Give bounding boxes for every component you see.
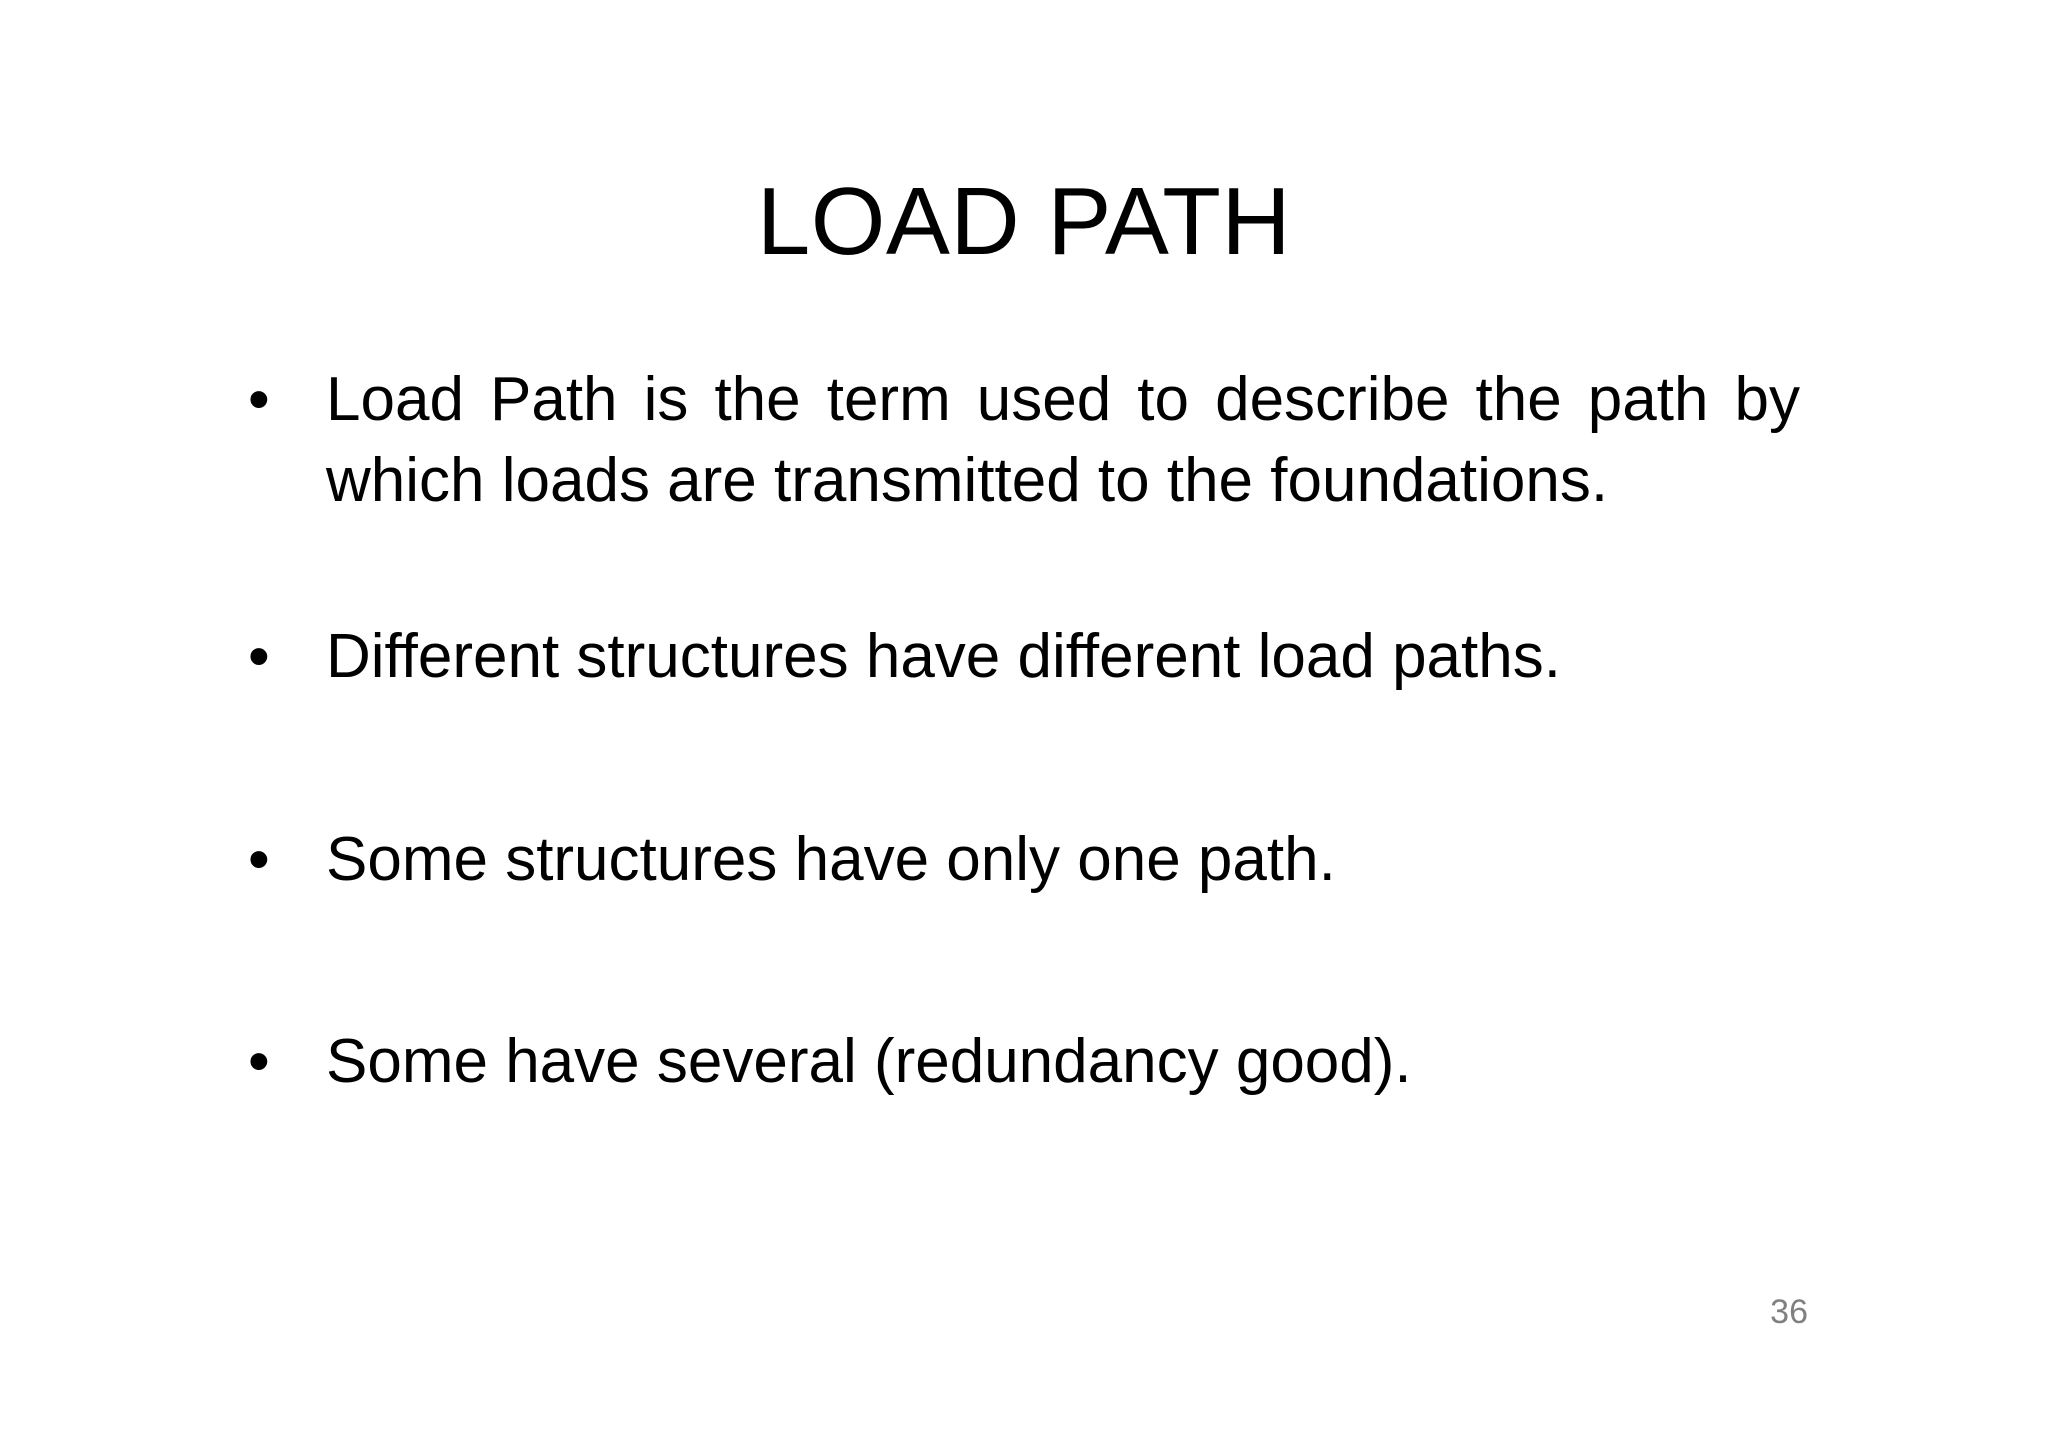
bullet-point-icon: •	[248, 1027, 270, 1097]
list-item: • Different structures have different lo…	[248, 617, 1800, 698]
bullet-point-icon: •	[248, 824, 270, 894]
bullet-spacer	[248, 698, 1800, 820]
bullet-list: • Load Path is the term used to describe…	[248, 360, 1800, 1103]
bullet-item-text: Some have several (redundancy good).	[326, 1027, 1412, 1097]
bullet-spacer	[248, 900, 1800, 1022]
list-item: • Some have several (redundancy good).	[248, 1022, 1800, 1103]
page-title: LOAD PATH	[756, 168, 1292, 275]
bullet-spacer	[248, 521, 1800, 617]
list-item: • Some structures have only one path.	[248, 820, 1800, 901]
bullet-item-text: Different structures have different load…	[326, 622, 1561, 692]
list-item: • Load Path is the term used to describe…	[248, 360, 1800, 521]
bullet-point-icon: •	[248, 365, 270, 434]
page-number: 36	[1770, 1293, 1808, 1331]
bullet-point-icon: •	[248, 622, 270, 692]
bullet-item-text: Load Path is the term used to describe t…	[326, 365, 1800, 515]
bullet-item-text: Some structures have only one path.	[326, 824, 1336, 894]
